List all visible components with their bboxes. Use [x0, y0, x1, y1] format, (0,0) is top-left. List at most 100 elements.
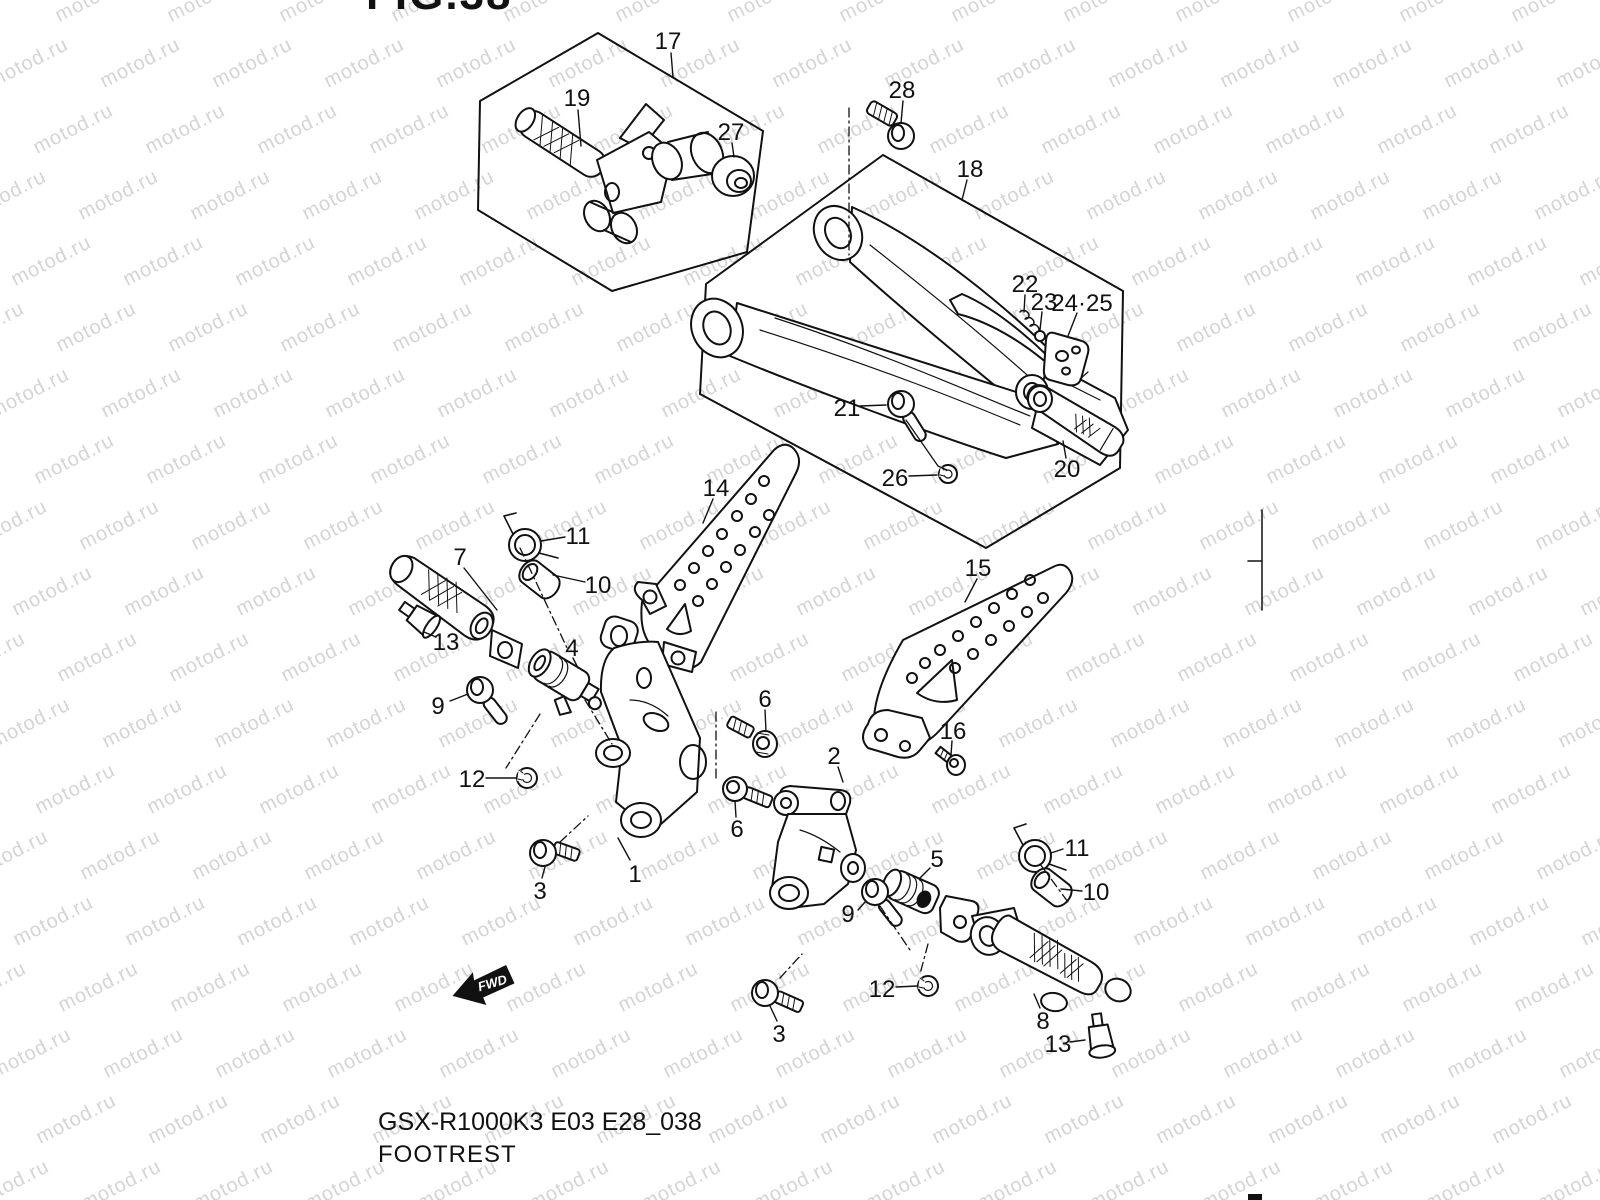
figure-name: FOOTREST: [378, 1141, 517, 1168]
callout-label-21: 21: [834, 395, 861, 422]
callout-label-20: 20: [1054, 456, 1081, 483]
part-19-footrest-holder-assy: [514, 103, 725, 245]
callout-label-13: 13: [433, 629, 460, 656]
callout-leader-18: [961, 179, 968, 201]
callout-leader-10: [1060, 888, 1083, 892]
part-11-spring-rear: [1013, 823, 1067, 873]
callout-leader-17: [670, 52, 674, 78]
callout-label-14: 14: [703, 475, 730, 502]
callout-label-11: 11: [1065, 835, 1090, 862]
callout-label-6: 6: [730, 816, 743, 843]
callout-label-4: 4: [565, 635, 578, 662]
callout-leader-4: [572, 657, 579, 669]
callout-leader-11: [540, 536, 566, 542]
part-3-bolt-front: [529, 839, 581, 867]
figure-number: FIG.38: [366, 0, 513, 20]
callout-leader-14: [702, 498, 714, 524]
assembly-box-17: [477, 32, 764, 292]
part-26-e-ring: [938, 464, 958, 484]
callout-leader-15: [964, 578, 978, 603]
callout-leader-3: [769, 1005, 778, 1022]
part-20-footrest-bar: [1026, 384, 1125, 457]
callout-label-24·25: 24·25: [1051, 290, 1112, 317]
callout-leader-8: [1033, 993, 1041, 1009]
callout-leader-21: [859, 404, 887, 407]
callout-label-9: 9: [431, 693, 444, 720]
figure-code: GSX-R1000K3 E03 E28_038: [378, 1108, 702, 1136]
callout-label-8: 8: [1036, 1008, 1049, 1035]
callout-leader-2: [837, 766, 844, 783]
part-13-stopper-bolt-front: [398, 600, 441, 639]
callout-label-3: 3: [533, 878, 546, 905]
callout-label-12: 12: [459, 766, 486, 793]
callout-label-2: 2: [827, 743, 840, 770]
callout-label-10: 10: [585, 572, 612, 599]
callout-leader-20: [1062, 440, 1067, 459]
pin-21-axis-line: [905, 419, 948, 471]
callout-label-27: 27: [718, 119, 745, 146]
part-21-pivot-pin: [887, 390, 927, 443]
part-6-bolt-upper: [726, 715, 778, 758]
callout-leader-12: [895, 985, 918, 988]
callout-label-11: 11: [566, 523, 591, 550]
callout-label-18: 18: [957, 156, 984, 183]
callout-label-13: 13: [1045, 1031, 1072, 1058]
part-11-spring-front: [503, 512, 559, 562]
part-2-footrest-bracket-rear: [769, 785, 866, 910]
callout-label-19: 19: [564, 85, 591, 112]
callout-leader-13: [1069, 1039, 1086, 1043]
part-10-collar-rear: [1030, 867, 1073, 908]
part-28-bolt: [865, 100, 915, 150]
callout-leader-6: [764, 709, 767, 732]
part-1-footrest-bracket-front: [595, 615, 707, 838]
callout-label-7: 7: [453, 544, 466, 571]
part-24-25-stopper-plate: [1042, 331, 1090, 387]
part-22-spring: [1019, 309, 1040, 334]
part-7-footrest: [389, 554, 523, 669]
callout-label-16: 16: [940, 718, 967, 745]
callout-leader-23: [1039, 311, 1043, 331]
callout-leader-24·25: [1067, 312, 1078, 337]
page-corner-mark: [1248, 1194, 1262, 1200]
part-10-collar-front: [518, 559, 561, 600]
callout-leader-1: [617, 837, 631, 861]
callout-leader-3: [541, 866, 546, 879]
callout-label-3: 3: [772, 1021, 785, 1048]
callout-label-1: 1: [628, 861, 641, 888]
callout-label-5: 5: [930, 846, 943, 873]
part-4-joint-front: [527, 648, 602, 716]
part-12-e-ring-rear: [917, 975, 939, 997]
callout-leader-13: [423, 631, 437, 638]
part-6-bolt-lower: [722, 776, 774, 809]
part-5-joint-rear: [881, 868, 980, 943]
part-9-pin-rear: [861, 878, 903, 927]
callout-leader-5: [918, 867, 931, 880]
assembly-box-18: [699, 154, 1124, 549]
part-12-e-ring-front: [516, 767, 538, 789]
callout-leader-10: [552, 574, 586, 583]
callout-leader-6: [734, 800, 737, 818]
part-16-bolt: [934, 745, 966, 776]
construction-lines: [505, 107, 1069, 979]
callout-label-10: 10: [1083, 879, 1110, 906]
callout-label-22: 22: [1012, 271, 1039, 298]
part-13-stopper-bolt-rear: [1087, 1012, 1117, 1059]
fwd-arrow: FWD: [452, 964, 515, 1005]
part-8-footrest-rear: [969, 907, 1132, 1013]
part-27-cushion: [711, 155, 755, 197]
callout-leader-16: [950, 740, 953, 756]
part-23-ball: [1034, 330, 1046, 342]
callout-leader-9: [857, 900, 867, 911]
callout-label-23: 23: [1031, 289, 1058, 316]
part-15-heel-guard: [862, 563, 1074, 759]
callout-leader-11: [1050, 848, 1064, 854]
callout-leader-22: [1023, 294, 1026, 313]
callout-label-12: 12: [869, 976, 896, 1003]
page-edge-tick: [1247, 509, 1263, 611]
part-3-bolt-rear: [751, 979, 805, 1013]
callout-leader-26: [908, 474, 938, 477]
part-9-pin-front: [466, 676, 508, 725]
callout-label-17: 17: [655, 28, 682, 55]
